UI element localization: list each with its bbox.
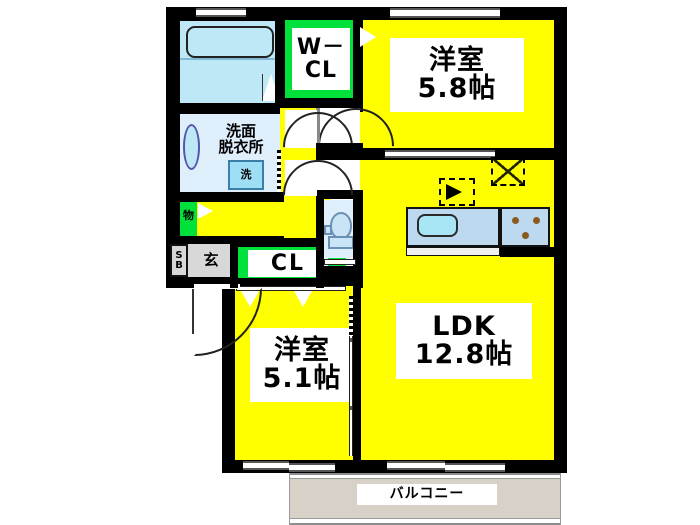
closet-fold-arrow-right-icon <box>294 291 312 307</box>
toilet-door[interactable] <box>324 259 356 265</box>
storage-floor <box>180 202 197 237</box>
appliance-marker <box>439 178 475 206</box>
stove-burner-1 <box>512 217 519 224</box>
ldk-balcony-window-left <box>387 461 445 470</box>
bathroom-divider <box>180 58 280 60</box>
wall-wcl-right <box>353 7 363 112</box>
appliance-marker-arrow <box>446 184 462 200</box>
bedroom-north-label-line2: 5.8帖 <box>417 73 497 104</box>
sliding-door-track <box>349 296 353 336</box>
ldk-label: LDK 12.8帖 <box>396 303 532 379</box>
wall-toilet-bottom <box>316 266 363 286</box>
stove-burner-2 <box>533 217 540 224</box>
entrance-label: 玄 <box>203 251 219 270</box>
ldk-label-line1: LDK <box>432 310 496 342</box>
bedroom-north-label-line1: 洋室 <box>429 44 485 76</box>
refrigerator-marker-cross <box>491 157 525 186</box>
bathtub <box>186 26 274 58</box>
entrance-threshold-line <box>166 284 194 288</box>
wall-hall-mid <box>316 143 363 151</box>
wall-entrance-right <box>230 236 238 288</box>
sliding-door-bedroom-south-ldk[interactable] <box>349 296 353 456</box>
washing-machine <box>228 160 264 190</box>
door-opening-bedroom-north <box>316 108 360 148</box>
storage-label: 物 <box>183 209 194 223</box>
shoe-box-label-line2: B <box>175 260 183 271</box>
wcl-door-arrow-outline <box>358 26 378 48</box>
wall-cl-bottom <box>230 278 355 286</box>
bathroom-door-outline <box>262 74 280 101</box>
bedroom-south-label: 洋室 5.1帖 <box>250 328 354 402</box>
bedroom-south-label-line2: 5.1帖 <box>262 363 342 394</box>
walk-in-closet-label: W－ CL <box>292 28 350 90</box>
toilet-flush-lever <box>324 225 332 235</box>
wall-wcl-left <box>275 7 285 105</box>
wall-toilet-left <box>316 196 324 288</box>
bedroom-south-balcony-window-right <box>289 463 335 472</box>
bathroom-window <box>196 8 246 17</box>
wall-washroom-bottom <box>166 192 284 202</box>
kitchen-counter-front <box>406 247 500 256</box>
bedroom-south-label-line1: 洋室 <box>274 334 330 366</box>
wall-bathroom-bottom <box>166 103 280 114</box>
wall-entrance-bottom <box>166 277 236 288</box>
balcony-label: バルコニー <box>357 484 497 505</box>
kitchen-stove <box>500 207 550 247</box>
ldk-balcony-window-right <box>445 463 505 472</box>
washbasin <box>183 124 200 170</box>
balcony-rail-right <box>560 473 567 525</box>
wall-toilet-right <box>353 190 363 288</box>
wall-entrance-top <box>166 236 284 244</box>
ldk-label-line2: 12.8帖 <box>414 339 514 370</box>
wall-right-outer <box>553 7 567 473</box>
shoe-box-label: S B <box>170 247 188 275</box>
entrance-door-leaf[interactable] <box>192 288 194 334</box>
washroom-label: 洗面 脱衣所 <box>205 116 277 164</box>
door-opening-hall-1 <box>285 110 317 148</box>
kitchen-sink <box>417 214 458 237</box>
wcl-door-arrow-icon <box>360 27 376 47</box>
wcl-label-line2: CL <box>304 58 338 83</box>
bedroom-north-label: 洋室 5.8帖 <box>390 38 524 112</box>
wall-bedroom-south-ldk <box>353 286 361 466</box>
entrance-door-opening <box>192 284 240 289</box>
stove-burner-3 <box>522 232 529 239</box>
kitchen-base-wall <box>500 247 554 257</box>
wall-wcl-bottom <box>275 98 363 108</box>
closet-label: CL <box>248 250 328 277</box>
washroom-label-line2: 脱衣所 <box>218 138 264 156</box>
storage-door-arrow-icon <box>198 203 213 219</box>
washroom-sliding-door[interactable] <box>277 150 281 196</box>
shoe-box <box>170 244 188 277</box>
entrance-floor <box>180 244 235 277</box>
bedroom-south-balcony-window-left <box>243 461 289 470</box>
shoe-box-label-line1: S <box>175 249 183 261</box>
wall-toilet-top <box>316 190 363 199</box>
bedroom-north-window <box>390 8 500 18</box>
balcony-rail-left <box>283 473 290 525</box>
door-leaf-bedroom-north[interactable] <box>316 108 320 148</box>
door-opening-hall-2 <box>285 160 317 196</box>
corridor-entry <box>180 196 284 238</box>
wall-cl-top <box>230 238 355 247</box>
washing-machine-label: 洗 <box>240 168 252 182</box>
wcl-label-line1: W－ <box>296 34 346 60</box>
washroom-label-line1: 洗面 <box>225 122 256 141</box>
bedroom-north-ldk-window <box>385 150 495 158</box>
toilet-tank <box>328 236 354 249</box>
